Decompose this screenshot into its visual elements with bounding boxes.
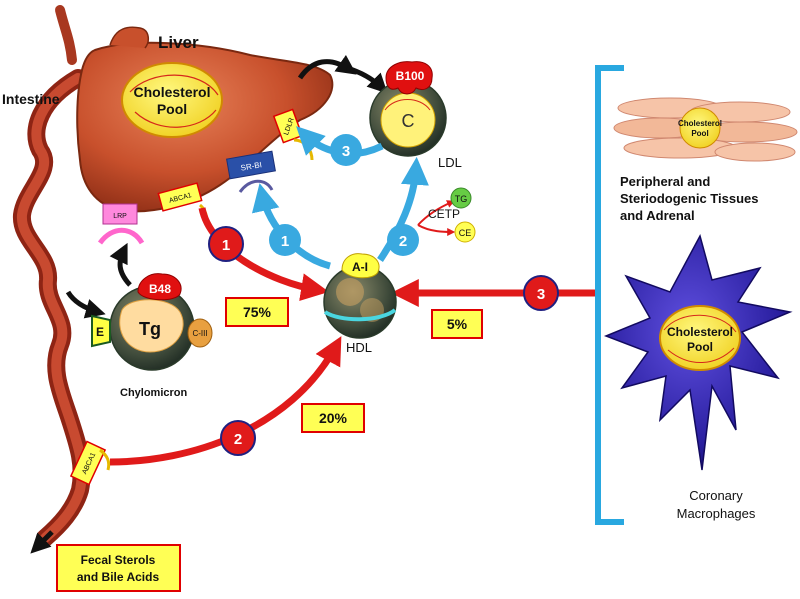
blue-step-1-label: 1 bbox=[281, 233, 289, 250]
percent-75: 75% bbox=[243, 304, 272, 320]
b48-apoprotein bbox=[137, 273, 182, 301]
liver-cholesterol-pool: Cholesterol Pool bbox=[121, 62, 223, 138]
liver-pool-line1: Cholesterol bbox=[133, 84, 210, 100]
percent-5: 5% bbox=[447, 316, 468, 332]
blue-step-3-label: 3 bbox=[342, 143, 350, 160]
blue-step-3: 3 bbox=[330, 134, 362, 166]
peripheral-line2: Steriodogenic Tissues bbox=[620, 191, 758, 206]
apo-ai-label: A-I bbox=[352, 260, 368, 274]
liver-label: Liver bbox=[158, 33, 199, 52]
red-step-1-label: 1 bbox=[222, 237, 230, 254]
lrp-label: LRP bbox=[113, 213, 127, 220]
ldl-core-label: C bbox=[402, 111, 415, 131]
peripheral-line1: Peripheral and bbox=[620, 174, 710, 189]
gallbladder-duct bbox=[55, 5, 77, 65]
intestine-label: Intestine bbox=[2, 91, 60, 107]
fecal-excretion-arrow bbox=[30, 530, 54, 554]
b48-label: B48 bbox=[149, 282, 171, 296]
tissue-bracket bbox=[595, 65, 624, 525]
abca1-intestine-receptor: ABCA1 bbox=[69, 440, 111, 486]
red-step-2: 2 bbox=[220, 420, 256, 456]
macrophage-pool-line1: Cholesterol bbox=[667, 325, 733, 339]
apo-e bbox=[91, 314, 111, 348]
apo-ciii bbox=[187, 318, 213, 348]
apo-ciii-label: C-III bbox=[192, 329, 207, 338]
hdl-label: HDL bbox=[346, 340, 372, 355]
lrp-receptor: LRP bbox=[97, 203, 145, 245]
macrophage-line2: Macrophages bbox=[677, 506, 756, 521]
liver-secretion-arrow bbox=[297, 54, 357, 80]
apo-e-label: E bbox=[96, 325, 104, 339]
chylomicron-to-lrp-arrow bbox=[109, 242, 132, 287]
red-arrow-1 bbox=[198, 207, 330, 302]
blue-step-2: 2 bbox=[387, 224, 419, 256]
tg-core-label: Tg bbox=[139, 319, 161, 339]
red-step-3: 3 bbox=[523, 275, 559, 311]
tg-label: TG bbox=[455, 194, 468, 204]
blue-step-1: 1 bbox=[269, 224, 301, 256]
chylomicron-label: Chylomicron bbox=[120, 387, 188, 399]
blue-arrow-2 bbox=[377, 156, 429, 262]
peripheral-line3: and Adrenal bbox=[620, 208, 695, 223]
sr-bi-label: SR-BI bbox=[240, 160, 263, 173]
red-step-2-label: 2 bbox=[234, 431, 242, 448]
ldl-entry-arrow bbox=[346, 65, 388, 94]
fecal-line2: and Bile Acids bbox=[77, 570, 160, 584]
red-step-1: 1 bbox=[208, 226, 244, 262]
hdl-particle: A-I bbox=[323, 253, 397, 339]
macrophage-line1: Coronary bbox=[689, 488, 743, 503]
b100-label: B100 bbox=[396, 69, 425, 83]
peripheral-pool-line1: Cholesterol bbox=[678, 119, 722, 128]
ldl-particle: C B100 bbox=[369, 61, 447, 157]
cetp-label: CETP bbox=[428, 207, 460, 221]
macrophage-pool-line2: Pool bbox=[687, 340, 713, 354]
peripheral-tissue-cells: Cholesterol Pool bbox=[613, 97, 798, 162]
red-step-3-label: 3 bbox=[537, 286, 545, 303]
liver-pool-line2: Pool bbox=[157, 101, 187, 117]
coronary-macrophage: Cholesterol Pool bbox=[603, 233, 793, 471]
fecal-line1: Fecal Sterols bbox=[81, 553, 156, 567]
peripheral-pool-line2: Pool bbox=[691, 129, 708, 138]
fecal-sterols-box: Fecal Sterols and Bile Acids bbox=[56, 544, 181, 592]
chylomicron-particle: Tg B48 E C-III bbox=[91, 273, 213, 371]
b100-apoprotein bbox=[385, 61, 433, 95]
sr-bi-receptor: SR-BI bbox=[226, 150, 276, 193]
apo-ai bbox=[341, 253, 380, 279]
percent-box-20: 20% bbox=[301, 403, 365, 433]
percent-20: 20% bbox=[319, 410, 348, 426]
percent-box-75: 75% bbox=[225, 297, 289, 327]
cetp-exchange: CETP TG CE bbox=[417, 187, 476, 243]
ce-label: CE bbox=[459, 228, 472, 238]
percent-box-5: 5% bbox=[431, 309, 483, 339]
ldlr-receptor: LDLR bbox=[272, 108, 314, 161]
intestine-to-chylomicron-arrow bbox=[65, 290, 106, 319]
ldl-label: LDL bbox=[438, 155, 462, 170]
liver-upper-lobe bbox=[109, 26, 150, 49]
blue-step-2-label: 2 bbox=[399, 233, 407, 250]
